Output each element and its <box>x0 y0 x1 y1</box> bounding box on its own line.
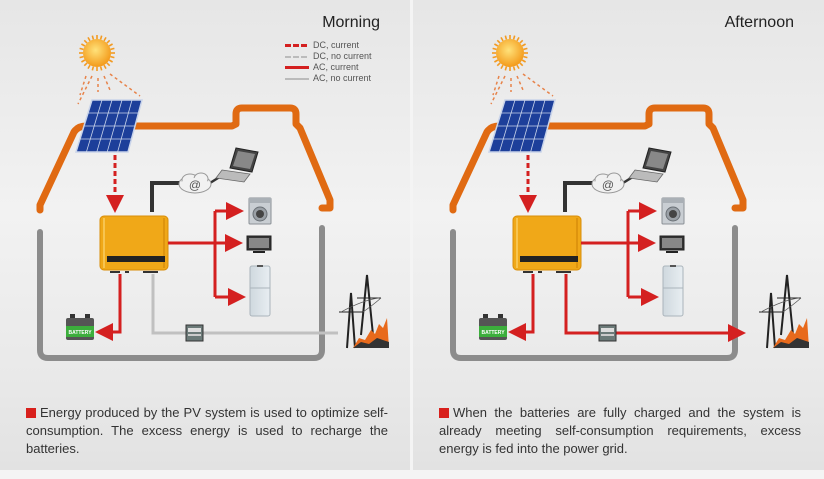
network-cable <box>563 181 593 212</box>
legend-label: DC, current <box>313 40 360 50</box>
refrigerator-icon <box>249 265 271 317</box>
battery-line <box>95 274 122 341</box>
legend: DC, current DC, no current AC, current A… <box>285 40 372 84</box>
sun-icon <box>490 35 554 105</box>
tv-icon <box>659 235 685 253</box>
caption-text: Energy produced by the PV system is used… <box>26 405 388 456</box>
sun-ray <box>103 75 111 91</box>
meter-icon <box>185 324 204 342</box>
caption: When the batteries are fully charged and… <box>439 404 801 458</box>
legend-item-ac-no-current: AC, no current <box>285 73 372 84</box>
inverter-icon <box>99 215 169 273</box>
washing-machine-icon <box>248 197 272 225</box>
house-diagram: @ BATTERY <box>449 35 809 361</box>
sun-ray <box>522 73 554 97</box>
panel-title: Morning <box>322 14 380 31</box>
roof <box>36 104 334 214</box>
internet-cloud-icon: @ <box>591 172 625 194</box>
morning-panel: Morning DC, current DC, no current AC, c… <box>0 0 410 470</box>
sun-ray <box>79 75 87 96</box>
solar-panel-icon <box>74 99 143 153</box>
at-symbol: @ <box>189 178 201 192</box>
roof <box>449 104 747 214</box>
sun-ray <box>492 75 500 96</box>
legend-item-ac-current: AC, current <box>285 62 372 73</box>
tv-icon <box>246 235 272 253</box>
house-wall <box>37 225 325 361</box>
legend-item-dc-current: DC, current <box>285 40 372 51</box>
battery-icon: BATTERY <box>479 314 507 340</box>
power-grid-icon <box>339 274 389 349</box>
dc-current-swatch <box>285 44 309 47</box>
solar-panel-icon <box>487 99 556 153</box>
at-symbol: @ <box>602 178 614 192</box>
refrigerator-icon <box>662 265 684 317</box>
legend-label: AC, no current <box>313 73 372 83</box>
panel-title: Afternoon <box>724 14 794 31</box>
network-cable <box>150 181 180 212</box>
laptop-icon <box>628 147 672 183</box>
grid-line <box>564 274 746 342</box>
sun-ray <box>516 75 524 91</box>
battery-label: BATTERY <box>68 330 92 336</box>
battery-line <box>508 274 535 341</box>
bullet-icon <box>439 408 449 418</box>
afternoon-panel: Afternoon @ BATTERY When the batteries ar… <box>413 0 824 470</box>
battery-icon: BATTERY <box>66 314 94 340</box>
grid-line <box>151 274 338 335</box>
inverter-icon <box>512 215 582 273</box>
internet-cloud-icon: @ <box>178 172 212 194</box>
sun-ray <box>490 75 506 105</box>
sun-icon <box>77 35 141 105</box>
legend-label: AC, current <box>313 62 359 72</box>
bullet-icon <box>26 408 36 418</box>
caption: Energy produced by the PV system is used… <box>26 404 388 458</box>
ac-current-swatch <box>285 66 309 69</box>
sun-ray <box>109 73 141 97</box>
house-wall <box>450 225 738 361</box>
ac-no-current-swatch <box>285 77 309 80</box>
washing-machine-icon <box>661 197 685 225</box>
caption-text: When the batteries are fully charged and… <box>439 405 801 456</box>
house-diagram: @ BATTERY <box>36 35 389 361</box>
dc-no-current-swatch <box>285 55 309 58</box>
sun-ray <box>77 75 93 105</box>
battery-label: BATTERY <box>481 330 505 336</box>
legend-label: DC, no current <box>313 51 372 61</box>
legend-item-dc-no-current: DC, no current <box>285 51 372 62</box>
meter-icon <box>598 324 617 342</box>
power-grid-icon <box>759 274 809 349</box>
laptop-icon <box>215 147 259 183</box>
